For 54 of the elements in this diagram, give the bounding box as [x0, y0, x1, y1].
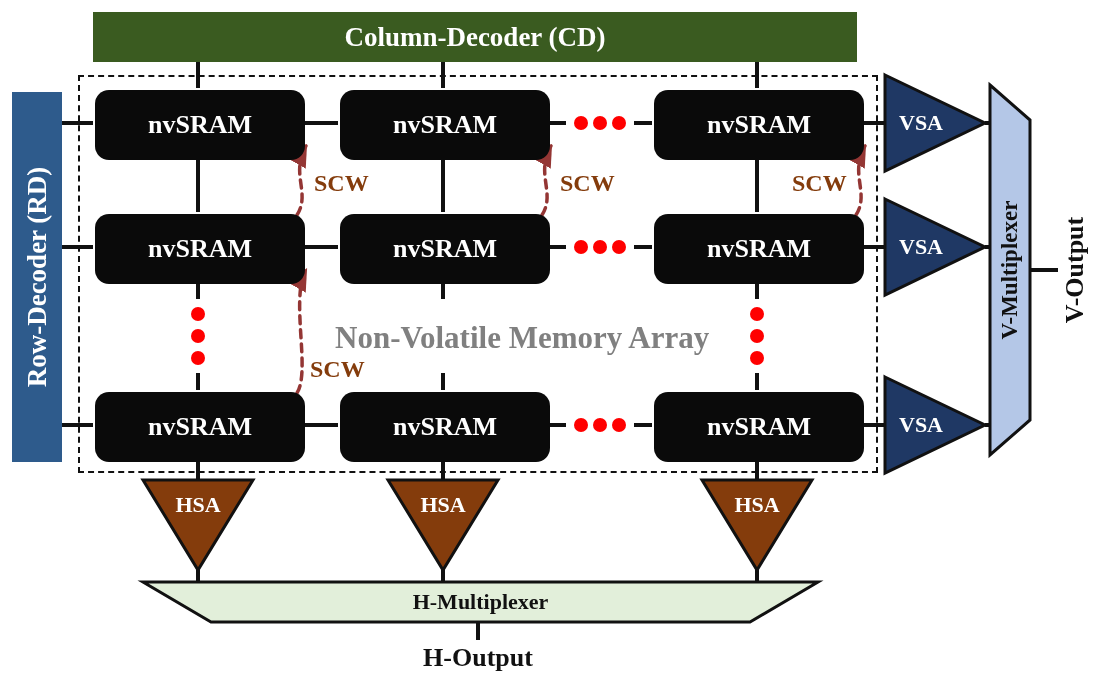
memory-cell [654, 392, 864, 462]
memory-cell [654, 214, 864, 284]
amplifier-label: HSA [734, 492, 780, 518]
memory-cell [95, 90, 305, 160]
amplifier-label: HSA [420, 492, 466, 518]
wire [755, 158, 759, 212]
memory-cell [654, 90, 864, 160]
wire [755, 460, 759, 480]
multiplexer-label: H-Multiplexer [412, 589, 549, 615]
amplifier-label: VSA [899, 234, 943, 260]
memory-cell [340, 90, 550, 160]
memory-cell [95, 214, 305, 284]
wire [755, 62, 759, 88]
wire [303, 423, 338, 427]
cell-label: nvSRAM [393, 412, 497, 442]
memory-cell [95, 392, 305, 462]
memory-cell [340, 392, 550, 462]
wire [196, 158, 200, 212]
array-title: Non-Volatile Memory Array [335, 320, 710, 356]
wire [196, 460, 200, 480]
decoder-label: Column-Decoder (CD) [344, 21, 606, 53]
wire [62, 121, 93, 125]
output-label: H-Output [423, 643, 533, 673]
wire [441, 158, 445, 212]
memory-array-frame [78, 75, 878, 473]
cell-label: nvSRAM [707, 412, 811, 442]
amplifier-label: HSA [175, 492, 221, 518]
arrow [288, 267, 309, 395]
wire [1030, 268, 1058, 272]
wire [862, 121, 885, 125]
wire [862, 423, 885, 427]
memory-cell [340, 214, 550, 284]
wire [441, 460, 445, 480]
wire [862, 245, 885, 249]
amplifier-label: VSA [899, 110, 943, 136]
wire [303, 121, 338, 125]
cell-label: nvSRAM [707, 234, 811, 264]
wire [196, 62, 200, 88]
decoder-bar [12, 92, 62, 462]
wire [62, 245, 93, 249]
multiplexer-label: V-Multiplexer [997, 200, 1023, 340]
cell-label: nvSRAM [707, 110, 811, 140]
decoder-bar [93, 12, 857, 62]
decoder-label: Row-Decoder (RD) [21, 166, 53, 388]
wire [441, 62, 445, 88]
amplifier-label: VSA [899, 412, 943, 438]
cell-label: nvSRAM [393, 110, 497, 140]
wire [303, 245, 338, 249]
cell-label: nvSRAM [148, 234, 252, 264]
output-label: V-Output [1060, 216, 1090, 324]
cell-label: nvSRAM [393, 234, 497, 264]
cell-label: nvSRAM [148, 110, 252, 140]
cell-label: nvSRAM [148, 412, 252, 442]
wire [62, 423, 93, 427]
